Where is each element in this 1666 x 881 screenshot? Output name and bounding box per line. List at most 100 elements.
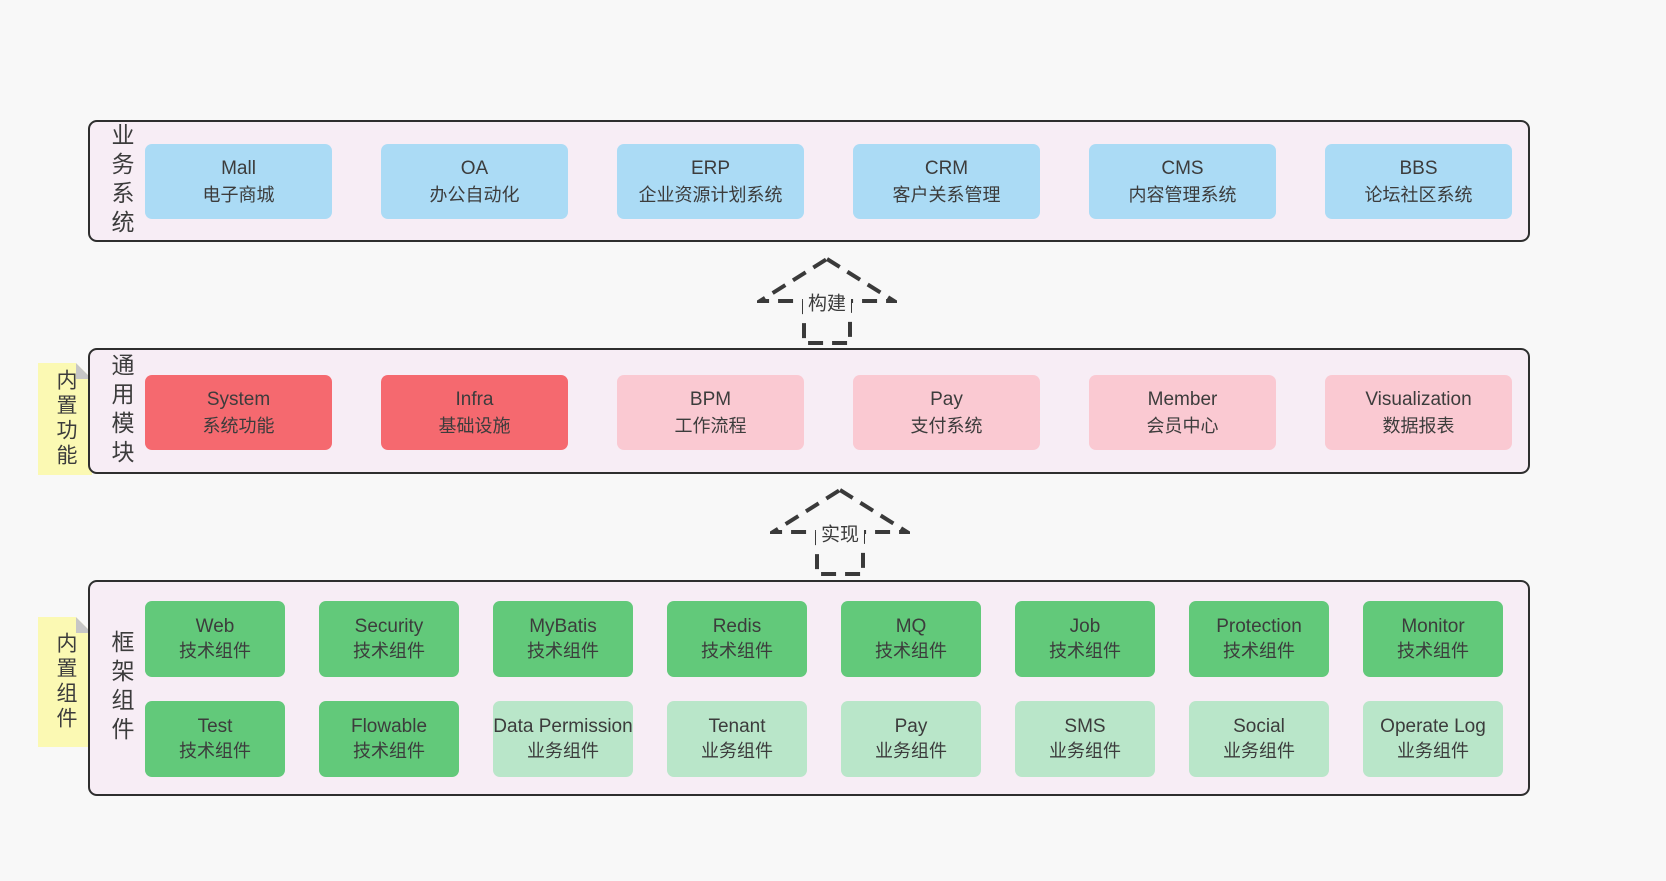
box-subtitle: 业务组件 <box>1223 741 1295 761</box>
sticky-note-builtin-components: 内置组件 <box>38 617 92 747</box>
implement-arrow-label: 实现 <box>815 516 865 550</box>
box-subtitle: 业务组件 <box>1397 741 1469 761</box>
box-crm: CRM 客户关系管理 <box>853 144 1040 219</box>
dashed-up-arrow-icon <box>770 487 910 576</box>
box-subtitle: 技术组件 <box>1397 641 1469 661</box>
box-subtitle: 业务组件 <box>875 741 947 761</box>
box-security: Security 技术组件 <box>319 601 459 677</box>
box-pay: Pay 支付系统 <box>853 375 1040 450</box>
box-title: Monitor <box>1401 616 1465 637</box>
box-subtitle: 技术组件 <box>875 641 947 661</box>
box-monitor: Monitor 技术组件 <box>1363 601 1503 677</box>
box-title: Pay <box>930 388 963 410</box>
box-flowable: Flowable 技术组件 <box>319 701 459 777</box>
box-protection: Protection 技术组件 <box>1189 601 1329 677</box>
layer-label-framework-components: 框架组件 <box>108 630 134 746</box>
box-title: CRM <box>924 157 969 179</box>
implement-arrow: 实现 <box>770 487 910 577</box>
box-mybatis: MyBatis 技术组件 <box>493 601 633 677</box>
layer-common-modules: 通用模块 System 系统功能 Infra 基础设施 BPM 工作流程 Pay 支付系统 Me… <box>88 348 1530 474</box>
box-title: Test <box>197 716 233 737</box>
box-title: ERP <box>690 157 731 179</box>
box-subtitle: 企业资源计划系统 <box>638 184 783 205</box>
box-tenant: Tenant 业务组件 <box>667 701 807 777</box>
box-title: Security <box>354 616 424 637</box>
box-title: Protection <box>1216 616 1302 637</box>
box-title: Visualization <box>1365 388 1472 410</box>
box-mq: MQ 技术组件 <box>841 601 981 677</box>
sticky-note-builtin-features-label: 内置功能 <box>54 369 77 469</box>
box-title: Web <box>195 616 235 637</box>
box-title: Social <box>1233 716 1285 737</box>
box-title: Member <box>1147 388 1218 410</box>
box-subtitle: 办公自动化 <box>429 184 520 205</box>
box-bpm: BPM 工作流程 <box>617 375 804 450</box>
box-title: MyBatis <box>529 616 597 637</box>
box-title: BPM <box>689 388 732 410</box>
box-title: Pay <box>894 716 928 737</box>
box-title: System <box>206 388 271 410</box>
box-operate-log: Operate Log 业务组件 <box>1363 701 1503 777</box>
build-arrow-label: 构建 <box>802 285 852 319</box>
box-title: Flowable <box>350 716 428 737</box>
box-title: Data Permission <box>493 716 633 737</box>
box-subtitle: 内容管理系统 <box>1128 184 1237 205</box>
box-cms: CMS 内容管理系统 <box>1089 144 1276 219</box>
common-modules-box-row: System 系统功能 Infra 基础设施 BPM 工作流程 Pay 支付系统 Member 会… <box>145 375 1512 450</box>
box-title: Redis <box>712 616 762 637</box>
box-data-permission: Data Permission 业务组件 <box>493 701 633 777</box>
box-subtitle: 业务组件 <box>701 741 773 761</box>
box-title: Infra <box>455 388 494 410</box>
layer-business-systems: 业务系统 Mall 电子商城 OA 办公自动化 ERP 企业资源计划系统 CRM 客户关系管理… <box>88 120 1530 242</box>
box-title: Tenant <box>708 716 766 737</box>
box-visualization: Visualization 数据报表 <box>1325 375 1512 450</box>
box-subtitle: 工作流程 <box>674 415 747 436</box>
box-web: Web 技术组件 <box>145 601 285 677</box>
box-subtitle: 业务组件 <box>1049 741 1121 761</box>
box-title: Mall <box>221 157 256 179</box>
box-subtitle: 技术组件 <box>1049 641 1121 661</box>
box-subtitle: 客户关系管理 <box>892 184 1001 205</box>
box-erp: ERP 企业资源计划系统 <box>617 144 804 219</box>
box-system: System 系统功能 <box>145 375 332 450</box>
box-subtitle: 技术组件 <box>353 741 425 761</box>
sticky-note-builtin-features: 内置功能 <box>38 363 92 475</box>
sticky-note-builtin-components-label: 内置组件 <box>54 632 77 732</box>
box-title: BBS <box>1399 157 1438 179</box>
box-member: Member 会员中心 <box>1089 375 1276 450</box>
box-subtitle: 技术组件 <box>179 641 251 661</box>
box-subtitle: 技术组件 <box>179 741 251 761</box>
box-subtitle: 电子商城 <box>202 184 275 205</box>
box-subtitle: 论坛社区系统 <box>1364 184 1473 205</box>
box-bbs: BBS 论坛社区系统 <box>1325 144 1512 219</box>
box-subtitle: 技术组件 <box>353 641 425 661</box>
box-test: Test 技术组件 <box>145 701 285 777</box>
box-subtitle: 支付系统 <box>910 415 983 436</box>
box-subtitle: 数据报表 <box>1382 415 1455 436</box>
box-title: CMS <box>1161 157 1204 179</box>
box-title: MQ <box>895 616 927 637</box>
layer-framework-components: 框架组件 Web 技术组件 Security 技术组件 MyBatis 技术组件 Redis… <box>88 580 1530 796</box>
box-title: Operate Log <box>1380 716 1486 737</box>
box-subtitle: 基础设施 <box>438 415 511 436</box>
dashed-up-arrow-icon <box>757 256 897 345</box>
box-sms: SMS 业务组件 <box>1015 701 1155 777</box>
box-title: SMS <box>1064 716 1106 737</box>
box-subtitle: 会员中心 <box>1146 415 1219 436</box>
layer-label-common-modules: 通用模块 <box>108 353 134 469</box>
layer-label-business-systems: 业务系统 <box>108 123 134 239</box>
box-subtitle: 系统功能 <box>202 415 275 436</box>
box-subtitle: 技术组件 <box>527 641 599 661</box>
box-oa: OA 办公自动化 <box>381 144 568 219</box>
box-pay: Pay 业务组件 <box>841 701 981 777</box>
build-arrow: 构建 <box>757 256 897 346</box>
box-subtitle: 技术组件 <box>1223 641 1295 661</box>
box-mall: Mall 电子商城 <box>145 144 332 219</box>
box-title: Job <box>1069 616 1101 637</box>
box-subtitle: 业务组件 <box>527 741 599 761</box>
box-title: OA <box>460 157 489 179</box>
box-job: Job 技术组件 <box>1015 601 1155 677</box>
